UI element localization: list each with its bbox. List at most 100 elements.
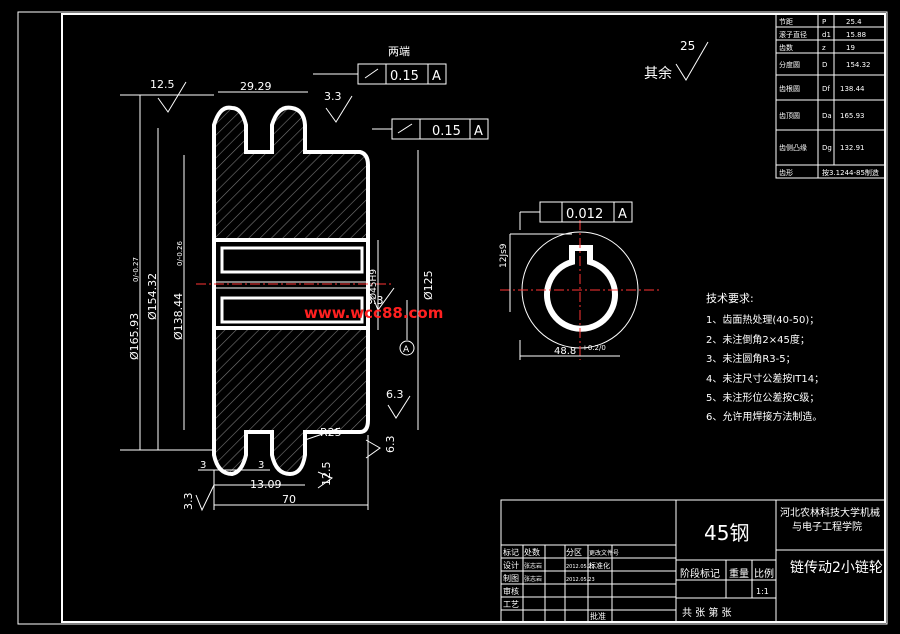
key-width: 12Js9 [499, 243, 509, 268]
runout-value-2: 0.15 [432, 124, 461, 139]
param-name: 节距 [779, 18, 793, 26]
rev-header-doc: 更改文件号 [589, 549, 619, 557]
dim-165-tol: 0/-0.27 [132, 257, 140, 282]
param-val: 165.93 [840, 112, 865, 120]
param-name: 分度圆 [779, 60, 800, 69]
dim-154: Ø154.32 [146, 273, 159, 320]
stage-label: 阶段标记 [680, 567, 720, 580]
param-val: 154.32 [846, 61, 871, 69]
school-line2: 与电子工程学院 [792, 520, 862, 533]
rough-6-3-right: 6.3 [386, 388, 404, 401]
outer-frame [17, 11, 888, 625]
scale-value: 1:1 [756, 587, 769, 596]
revision-block: 标记 处数 分区 更改文件号 设计 张志岩 2012.05.23 标准化 制图 … [503, 547, 619, 621]
dim-165: Ø165.93 [128, 313, 141, 360]
runout-value-1: 0.15 [390, 69, 419, 84]
key-sym-value: 0.012 [566, 207, 603, 222]
dim-3-left: 3 [200, 460, 206, 471]
roughness-symbols [157, 41, 709, 512]
dim-70: 70 [282, 493, 296, 506]
datum-a-marker [399, 300, 415, 356]
tech-req-4: 4、未注尺寸公差按IT14； [706, 372, 824, 385]
param-sym: Df [822, 85, 830, 93]
standardization: 标准化 [589, 561, 610, 570]
rest-label: 其余 [644, 65, 672, 82]
dim-138: Ø138.44 [172, 293, 185, 340]
param-sym: z [822, 44, 826, 52]
dim-3-right: 3 [258, 460, 264, 471]
param-val: 15.88 [846, 31, 866, 39]
weight-label: 重量 [729, 567, 749, 580]
approve: 批准 [590, 611, 606, 621]
dim-13-09: 13.09 [250, 478, 282, 491]
key-view [500, 220, 660, 360]
param-name: 齿顶圆 [779, 112, 800, 120]
designer: 张志岩 [524, 562, 542, 570]
dimension-lines [120, 91, 419, 510]
keyway-lower [220, 296, 364, 324]
check-date: 2012.05.23 [566, 577, 595, 583]
param-name: 滚子直径 [779, 30, 807, 39]
row-design: 设计 [503, 560, 519, 570]
rough-6-3-bottom: 6.3 [384, 436, 397, 454]
rev-header-mark: 标记 [503, 547, 519, 557]
param-sym: Dg [822, 144, 832, 152]
param-val: 按3.1244-85制造 [822, 168, 879, 177]
watermark: www.wcc88.com [304, 304, 443, 322]
dim-29-29: 29.29 [240, 80, 272, 93]
params-table-grid [775, 13, 886, 179]
rough-3-3-top: 3.3 [324, 90, 342, 103]
scale-header: 比例 [754, 567, 774, 580]
key-depth: 48.8 [554, 346, 576, 357]
rough-12-5: 12.5 [150, 78, 175, 91]
dim-125: Ø125 [422, 270, 435, 300]
datum-a: A [403, 345, 410, 355]
key-depth-tol: +0.2/0 [582, 344, 606, 352]
param-sym: D [822, 61, 827, 69]
checker: 张志岩 [524, 575, 542, 583]
runout-frame-2 [372, 118, 489, 140]
tech-req-3: 3、未注圆角R3-5； [706, 352, 796, 365]
dim-r25: R25 [320, 426, 342, 439]
rev-header-count: 处数 [524, 547, 540, 557]
bore-with-keyway [544, 245, 618, 332]
rough-3-3-mid: 3.3 [366, 294, 384, 307]
param-name: 齿形 [779, 169, 793, 177]
school-line1: 河北农林科技大学机械 [780, 506, 880, 519]
rev-header-zone: 分区 [566, 548, 582, 557]
dim-45h9: Ø45H9 [368, 269, 379, 300]
param-val: 25.4 [846, 18, 862, 26]
symmetry-frame [519, 201, 633, 230]
param-sym: d1 [822, 31, 831, 39]
tech-req-6: 6、允许用焊接方法制造。 [706, 410, 822, 423]
param-sym: P [822, 18, 826, 26]
row-craft: 工艺 [503, 600, 519, 609]
part-name: 链传动2小链轮 [790, 560, 883, 576]
param-val: 132.91 [840, 144, 865, 152]
runout-frame-1 [313, 63, 447, 85]
rough-12-5-bottom: 12.5 [320, 462, 333, 487]
runout-datum-1: A [432, 69, 441, 84]
param-val: 138.44 [840, 85, 865, 93]
runout-datum-2: A [474, 124, 483, 139]
sheets: 共 张 第 张 [682, 606, 732, 619]
dim-138-tol: 0/-0.26 [176, 241, 184, 266]
keyway-upper [220, 246, 364, 274]
title-block-grid [500, 499, 886, 623]
param-sym: Da [822, 112, 832, 120]
material: 45钢 [704, 521, 749, 545]
params-table: 节距 P 25.4 滚子直径 d1 15.88 齿数 z 19 分度圆 D 15… [779, 18, 879, 177]
key-sym-datum: A [618, 207, 627, 222]
tech-req-2: 2、未注倒角2×45度； [706, 333, 810, 346]
param-name: 齿根圆 [779, 84, 800, 93]
param-name: 齿数 [779, 43, 793, 52]
row-draw: 制图 [503, 573, 519, 583]
row-check: 审核 [503, 586, 519, 596]
sprocket-section [196, 105, 392, 477]
tech-req-5: 5、未注形位公差按C级； [706, 391, 819, 404]
tech-req-title: 技术要求: [706, 292, 754, 305]
face-label: 两端 [388, 45, 410, 58]
tech-req-1: 1、齿面热处理(40-50)； [706, 313, 819, 326]
